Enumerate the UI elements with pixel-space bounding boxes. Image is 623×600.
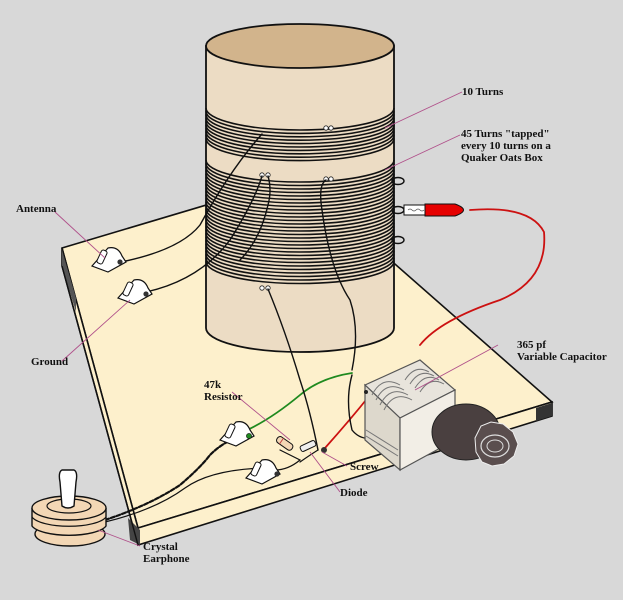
- winding-turn-main: [205, 257, 395, 281]
- winding-turn-top: [205, 124, 395, 148]
- winding-turn-top: [205, 138, 395, 162]
- winding-turn-main: [205, 215, 395, 239]
- winding-turn-main: [205, 208, 395, 232]
- winding-turn-main: [205, 243, 395, 267]
- antenna-wire: [120, 133, 263, 263]
- tap-wire-a: [239, 175, 271, 261]
- winding-turn-top: [205, 107, 395, 131]
- crystal-earphone: [31, 469, 107, 547]
- ground-wire: [145, 175, 263, 293]
- red-wire: [419, 208, 546, 346]
- winding-turn-main: [205, 184, 395, 208]
- coil-windings: [205, 107, 395, 285]
- coil-form: [205, 23, 405, 353]
- winding-turn-main: [205, 180, 395, 204]
- ground-clip: [116, 279, 153, 305]
- winding-turn-main: [205, 205, 395, 229]
- winding-turn-top: [205, 111, 395, 135]
- diode-lead: [299, 449, 319, 463]
- winding-turn-main: [205, 177, 395, 201]
- variable-capacitor: [363, 359, 457, 472]
- leader-lines: [54, 91, 499, 547]
- screw: [321, 447, 327, 453]
- labels: 10 Turns 45 Turns "tapped" every 10 turn…: [16, 86, 607, 565]
- winding-turn-main: [205, 219, 395, 243]
- green-wire: [242, 372, 353, 433]
- label-resistor-name: Resistor: [204, 391, 243, 403]
- winding-turn-top: [205, 118, 395, 141]
- winding-turn-main: [205, 233, 395, 257]
- earphone-cord-2: [104, 467, 263, 523]
- label-ground: Ground: [31, 356, 68, 368]
- label-45-turns-line2: every 10 turns on a: [461, 140, 551, 152]
- label-screw: Screw: [350, 461, 379, 473]
- alligator-clip: [403, 203, 464, 217]
- label-resistor-value: 47k: [204, 379, 222, 391]
- winding-turn-main: [205, 201, 395, 225]
- earpiece-tip: [58, 469, 78, 509]
- board-end-grain-right: [536, 403, 552, 421]
- winding-turn-main: [205, 240, 395, 264]
- winding-turn-top: [205, 121, 395, 145]
- resistor-lead: [274, 449, 302, 471]
- winding-turn-main: [205, 226, 395, 250]
- label-45-turns-line1: 45 Turns "tapped": [461, 128, 550, 140]
- winding-turn-main: [205, 222, 395, 246]
- winding-turn-main: [205, 159, 395, 183]
- board-end-grain-left: [62, 250, 76, 312]
- label-10-turns: 10 Turns: [462, 86, 504, 98]
- wires: [103, 133, 546, 523]
- winding-turn-main: [205, 198, 395, 222]
- label-diode: Diode: [340, 487, 368, 499]
- winding-turn-main: [205, 229, 395, 253]
- winding-turn-top: [205, 135, 395, 158]
- winding-turn-main: [205, 250, 395, 274]
- resistor: [276, 436, 294, 451]
- label-capacitor-value: 365 pf: [517, 339, 546, 351]
- earphone-clip: [244, 459, 281, 485]
- winding-turn-main: [205, 261, 395, 285]
- winding-turn-main: [205, 173, 395, 197]
- winding-turn-main: [205, 194, 395, 218]
- earphone-cord: [103, 434, 245, 522]
- diode: [299, 440, 317, 452]
- winding-turn-main: [205, 166, 395, 190]
- label-45-turns-line3: Quaker Oats Box: [461, 152, 543, 164]
- winding-turn-main: [205, 212, 395, 236]
- label-earphone-line2: Earphone: [143, 553, 190, 565]
- winding-turn-top: [205, 128, 395, 152]
- winding-turn-top: [205, 131, 395, 155]
- winding-turn-main: [205, 170, 395, 194]
- tuning-knob: [431, 403, 519, 467]
- coil-form-top: [205, 23, 395, 69]
- tap-wire-c: [267, 288, 319, 451]
- winding-turn-main: [205, 236, 395, 260]
- winding-turn-main: [205, 191, 395, 215]
- winding-turn-main: [205, 163, 395, 187]
- label-capacitor-name: Variable Capacitor: [517, 351, 607, 363]
- label-antenna: Antenna: [16, 203, 57, 215]
- winding-turn-main: [205, 247, 395, 271]
- resistor-clip: [218, 421, 255, 447]
- antenna-clip: [90, 247, 127, 273]
- tap-wire-b: [319, 179, 357, 371]
- winding-turn-top: [205, 114, 395, 138]
- label-earphone-line1: Crystal: [143, 541, 178, 553]
- winding-turn-main: [205, 254, 395, 278]
